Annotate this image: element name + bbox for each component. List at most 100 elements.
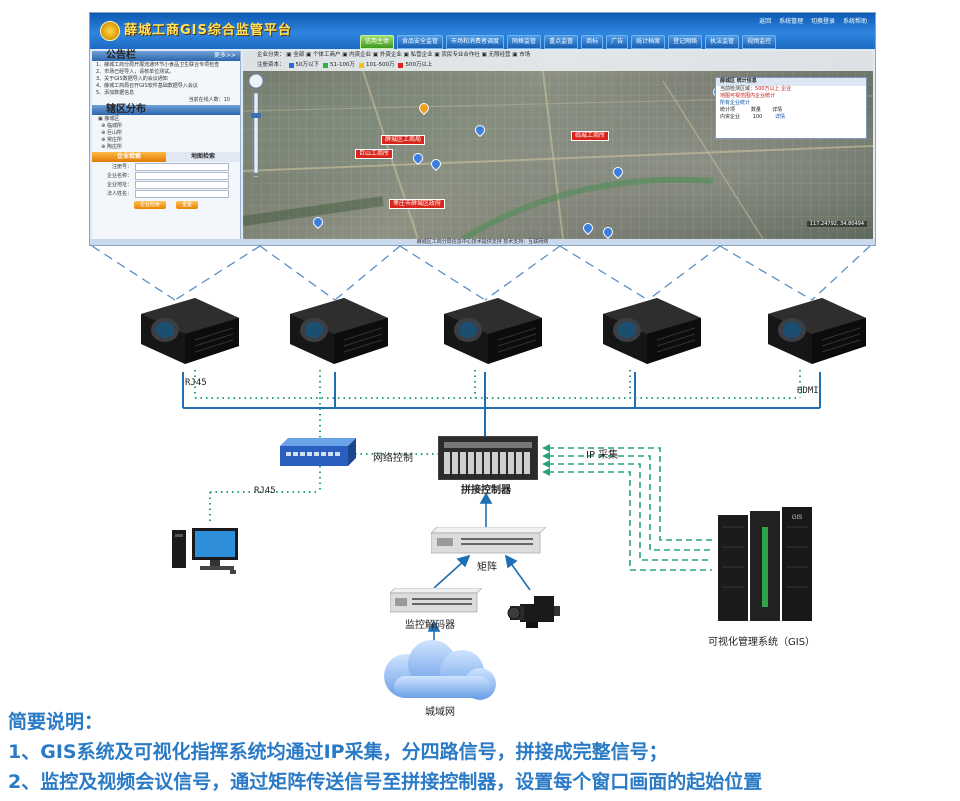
top-link[interactable]: 系统帮助 (842, 18, 867, 25)
notice-item[interactable]: 3、关于GIS数据导入的会议通知 (96, 76, 168, 82)
filter-option[interactable]: ▣ 内资企业 (342, 52, 372, 58)
zoom-control[interactable]: － (247, 73, 265, 183)
capital-legend: 注册资本： 50万以下 51-100万 101-500万 500万以上 (257, 61, 433, 70)
map-label[interactable]: 枣庄市薛城区政府 (389, 199, 446, 209)
tree-node[interactable]: ⊕ 巨山所 (98, 130, 122, 136)
nav-tab[interactable]: 重点监管 (544, 35, 579, 49)
reset-button[interactable]: 重置 (176, 201, 199, 209)
nav-tab[interactable]: 统计档案 (631, 35, 666, 49)
nav-tab[interactable]: 网格监管 (507, 35, 542, 49)
gis-title: 薛城工商GIS综合监管平台 (124, 23, 292, 38)
monitor-decoder-label: 监控解码器 (405, 620, 455, 631)
tree-root[interactable]: ▣ 薛城区 (98, 116, 120, 122)
filter-option[interactable]: ▣ 农民专业合作社 (434, 52, 480, 58)
legend-item: 101-500万 (359, 61, 394, 70)
satellite-map[interactable]: 企业分类： ▣ 全部 ▣ 个体工商户 ▣ 内资企业 ▣ 外资企业 ▣ 私营企业 … (243, 51, 873, 239)
map-label[interactable]: 巨山工商所 (355, 149, 394, 159)
top-link[interactable]: 返回 (759, 18, 772, 25)
notice-item[interactable]: 5、添加数据信息 (96, 90, 135, 96)
signal-arrows (427, 492, 531, 652)
notice-item[interactable]: 2、市场已经导入，请核单位测试。 (96, 69, 175, 75)
nav-tab[interactable]: 登记网络 (668, 35, 703, 49)
filter-option[interactable]: ▣ 私营企业 (403, 52, 433, 58)
filter-option[interactable]: ▣ 个体工商户 (305, 52, 341, 58)
stat-all[interactable]: 所有企业统计 (720, 100, 751, 106)
video-camera-icon (507, 596, 560, 628)
stat-columns: 统计项 数量 详情 (720, 107, 783, 113)
desktop-computer-icon (172, 528, 238, 574)
emblem-icon (100, 21, 120, 41)
filter-option[interactable]: ▣ 无照经营 (481, 52, 511, 58)
gis-system-label: 可视化管理系统（GIS） (708, 637, 816, 648)
stat-visible-range[interactable]: 地图可视范围内企业统计 (720, 93, 776, 99)
ip-arrowheads (542, 444, 550, 476)
road-network (243, 70, 873, 239)
network-dotted (194, 370, 801, 525)
filter-option[interactable]: ▣ 全部 (286, 52, 305, 58)
nav-tab[interactable]: 视频监控 (742, 35, 777, 49)
svg-text:－: － (253, 174, 259, 181)
tab-enterprise-search[interactable]: 企业检索 (92, 152, 166, 162)
nav-tab[interactable]: 广告 (606, 35, 629, 49)
network-switch-icon (280, 438, 356, 466)
nav-tab[interactable]: 执法监管 (705, 35, 740, 49)
top-link[interactable]: 切换登录 (811, 18, 836, 25)
form-row: 注册号： (92, 162, 240, 171)
reg-number-input[interactable] (135, 162, 229, 171)
legend-item: 51-100万 (323, 61, 355, 70)
tab-map-search[interactable]: 地图检索 (166, 152, 240, 162)
tree-node[interactable]: ⊕ 陶庄所 (98, 144, 122, 150)
map-label[interactable]: 临城工商所 (571, 131, 610, 141)
filter-bar: 企业分类： ▣ 全部 ▣ 个体工商户 ▣ 内资企业 ▣ 外资企业 ▣ 私营企业 … (243, 51, 873, 71)
map-coordinates: 117.24792, 34.80494 (806, 221, 867, 227)
search-buttons: 企业检索 重置 (92, 201, 240, 209)
cloud-icon (384, 640, 496, 700)
nav-tab[interactable]: 商标 (581, 35, 604, 49)
district-title: 辖区分布 (106, 104, 146, 115)
district-header: 辖区分布 (92, 105, 240, 115)
legal-person-input[interactable] (135, 189, 229, 198)
nav-tab[interactable]: 市场和消费者调度 (446, 35, 505, 49)
matrix-label: 矩阵 (477, 562, 497, 573)
matrix-device-icon (431, 527, 546, 554)
description-line: 1、GIS系统及可视化指挥系统均通过IP采集，分四路信号，拼接成完整信号； (8, 741, 668, 763)
search-tabs: 企业检索 地图检索 (92, 152, 240, 162)
sidebar: 公告栏 更多>> 1、薛城工商分局开展流通环节小食品卫生联合专项检查 2、市场已… (92, 51, 241, 239)
notice-item[interactable]: 4、薛城工商局召开GIS软件基础数据导入会议 (96, 83, 198, 89)
stat-title: 薛城区 统计信息 (716, 78, 866, 86)
ip-capture-lines (548, 447, 712, 571)
network-control-label: 网络控制 (373, 453, 413, 464)
gis-footer: 薛城区工商分局信息中心技术提供支持 技术支持：互联网络 (90, 239, 875, 245)
map-label[interactable]: 薛城区工商局 (381, 135, 426, 145)
projector-icon (141, 298, 239, 364)
hdmi-bus (182, 372, 821, 436)
nav-tab-credit[interactable]: 信用主体 (360, 35, 395, 49)
projector-icon (290, 298, 388, 364)
projector-icon (768, 298, 866, 364)
filter-option[interactable]: ▣ 市场 (512, 52, 531, 58)
notice-header: 公告栏 更多>> (92, 51, 240, 61)
projection-lines (91, 245, 871, 301)
description-line: 2、监控及视频会议信号，通过矩阵传送信号至拼接控制器，设置每个窗口画面的起始位置 (8, 771, 763, 793)
detail-link[interactable]: 详情 (775, 114, 786, 120)
company-address-input[interactable] (135, 180, 229, 189)
nav-tab[interactable]: 食品安全监管 (397, 35, 444, 49)
top-links: 返回 系统管理 切换登录 系统帮助 (753, 16, 867, 25)
form-row: 法人姓名： (92, 189, 240, 198)
server-rack-icon: GIS (718, 507, 812, 621)
projector-icon (444, 298, 542, 364)
notice-list: 1、薛城工商分局开展流通环节小食品卫生联合专项检查 2、市场已经导入，请核单位测… (92, 61, 240, 105)
company-name-input[interactable] (135, 171, 229, 180)
more-link[interactable]: 更多>> (213, 52, 236, 59)
tree-node[interactable]: ⊕ 临城所 (98, 123, 122, 129)
metro-net-label: 城域网 (425, 707, 455, 718)
server-badge: GIS (792, 515, 802, 521)
top-link[interactable]: 系统管理 (779, 18, 804, 25)
search-button[interactable]: 企业检索 (133, 201, 166, 209)
tree-node[interactable]: ⊕ 常庄所 (98, 137, 122, 143)
district-tree: ▣ 薛城区 ⊕ 临城所 ⊕ 巨山所 ⊕ 常庄所 ⊕ 陶庄所 (92, 115, 240, 152)
filter-option[interactable]: ▣ 外资企业 (372, 52, 402, 58)
notice-item[interactable]: 1、薛城工商分局开展流通环节小食品卫生联合专项检查 (96, 62, 220, 68)
legend-item: 500万以上 (398, 61, 432, 70)
